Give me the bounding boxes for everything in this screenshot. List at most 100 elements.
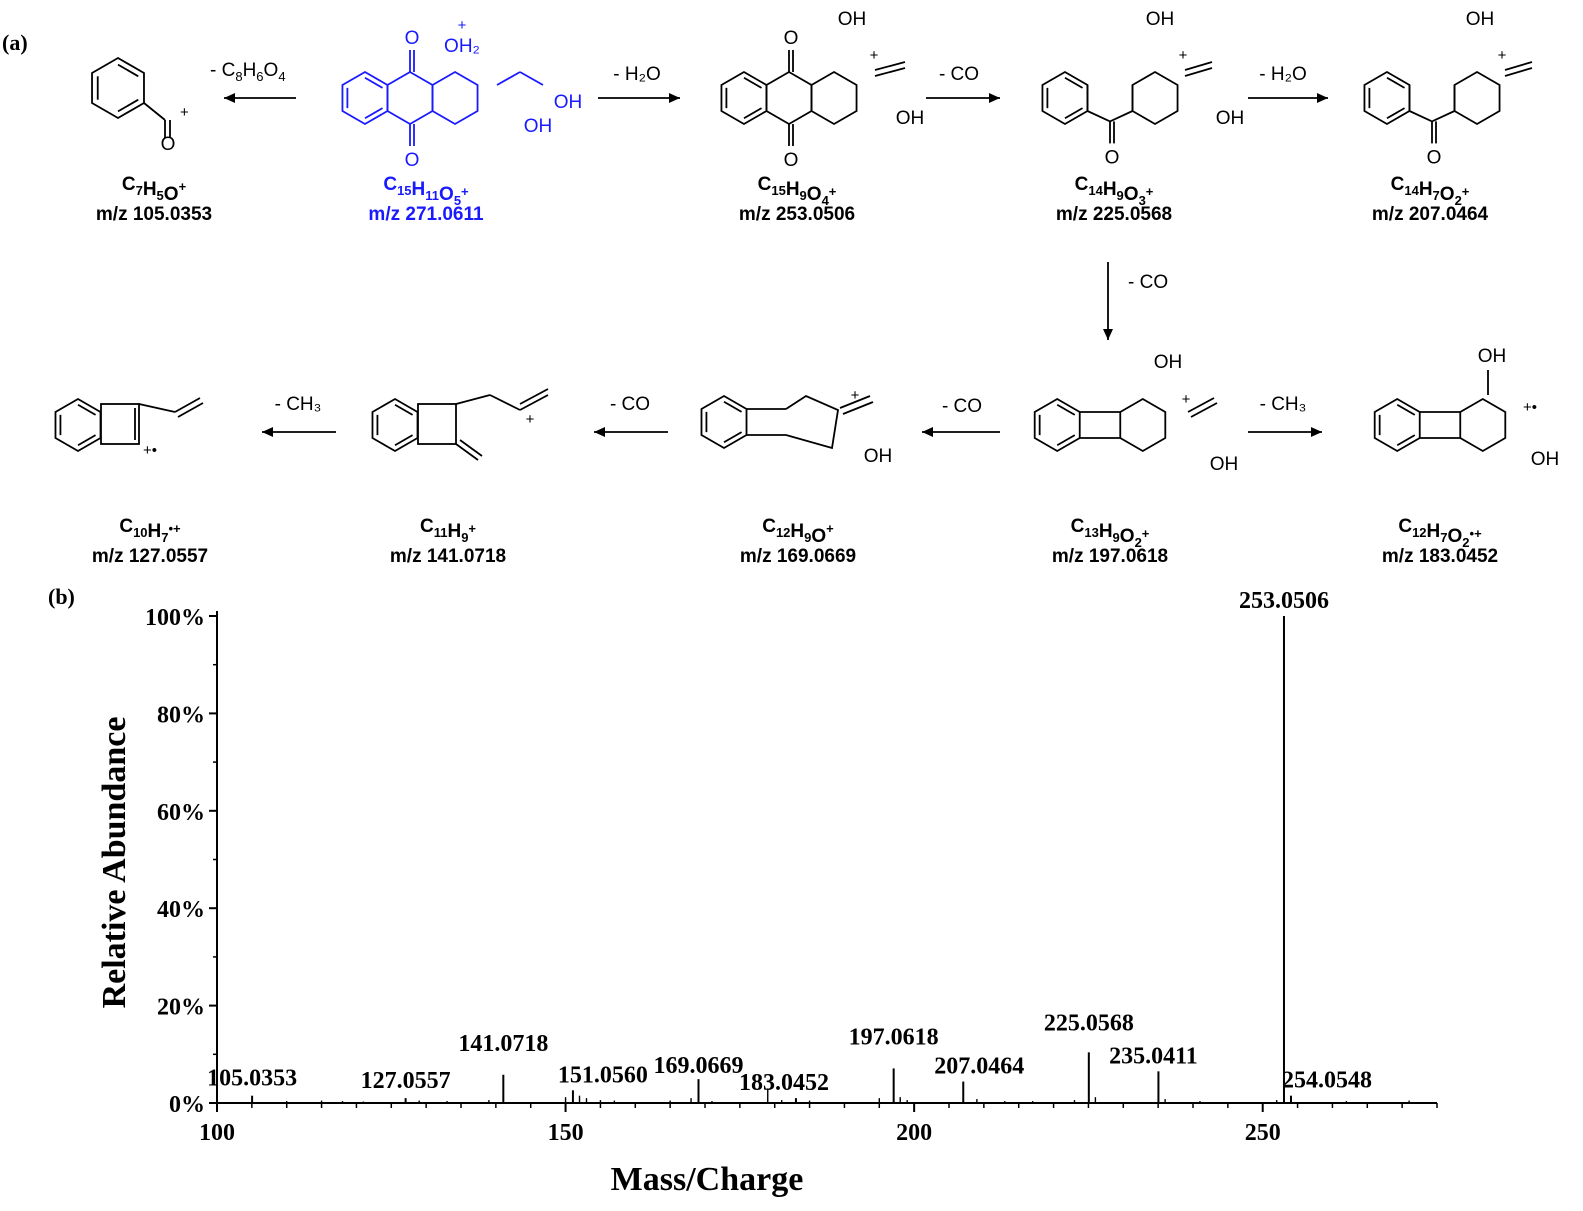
double-bond <box>1396 403 1416 416</box>
charge-label: + <box>180 104 189 121</box>
charge-label: + <box>526 411 535 428</box>
c11-mz: m/z 141.0718 <box>390 546 506 567</box>
peak-label: 183.0452 <box>739 1070 829 1096</box>
peak-label: 127.0557 <box>361 1068 451 1094</box>
oxygen-label: O <box>1427 147 1442 168</box>
benzene-ring <box>386 70 434 126</box>
double-bond <box>1064 76 1083 89</box>
c14a-formula: C14H9O3+m/z 225.0568 <box>1056 174 1172 225</box>
benzene-ring <box>1033 397 1081 453</box>
charge-label: + <box>1498 47 1507 64</box>
benzene-ring <box>810 70 858 126</box>
c14a-mz: m/z 225.0568 <box>1056 204 1172 225</box>
exo-bond <box>874 67 906 77</box>
benzene-ring <box>54 397 102 453</box>
oh-label: OH <box>1210 454 1239 475</box>
benzene-ring <box>1119 397 1167 453</box>
loss-ch3-1-label: - CH₃ <box>1260 394 1307 415</box>
exo-bond <box>1184 61 1213 71</box>
c15-formula: C15H9O4+m/z 253.0506 <box>739 174 855 225</box>
y-tick-label: 20% <box>157 995 205 1021</box>
oh-label: OH <box>1216 108 1245 129</box>
peak-label: 225.0568 <box>1044 1010 1134 1036</box>
oh-label: OH <box>1154 352 1183 373</box>
oxygen-label: O <box>784 28 799 49</box>
double-bond <box>77 403 97 416</box>
benzene-ring <box>700 394 748 450</box>
double-bond <box>743 76 762 89</box>
fragmentation-scheme: O+C7H5O+m/z 105.0353- C8H6O4OOOH₂+OHOHC1… <box>54 9 1560 567</box>
benzene-ring <box>720 70 768 126</box>
c13-mz: m/z 197.0618 <box>1052 546 1168 567</box>
double-bond <box>117 98 139 113</box>
benzene-ring <box>765 70 813 126</box>
oh-label: OH <box>838 9 867 30</box>
chain-bond <box>519 71 544 86</box>
c15-mz: m/z 253.0506 <box>739 204 855 225</box>
fragment-c7h5o: O+C7H5O+m/z 105.0353 <box>91 56 212 225</box>
y-axis-label: Relative Abundance <box>96 717 133 1009</box>
double-bond <box>1386 107 1405 120</box>
peak-label: 141.0718 <box>458 1031 548 1057</box>
double-bond <box>1064 107 1083 120</box>
exo-bond <box>874 61 906 71</box>
c11-formula-text: C11H9+ <box>420 516 476 545</box>
oh-label: OH <box>864 446 893 467</box>
peak-label: 254.0548 <box>1282 1068 1372 1094</box>
five-ring <box>785 394 839 450</box>
benzene-ring <box>1373 397 1421 453</box>
exo-bond <box>1504 61 1533 71</box>
c12b-mz: m/z 183.0452 <box>1382 546 1498 567</box>
c12b-formula-text: C12H7O2•+ <box>1398 516 1482 550</box>
arrow-co-1-head <box>989 93 1000 103</box>
oh-label: OH <box>1478 346 1507 367</box>
five-ring <box>1408 85 1456 123</box>
arrow-co-3-head <box>922 427 933 437</box>
loss-co-3: - CO <box>922 396 1000 437</box>
loss-c8h6o4: - C8H6O4 <box>210 60 296 103</box>
oh2-label: OH₂ <box>444 36 480 57</box>
loss-ch3-1: - CH₃ <box>1248 394 1322 437</box>
precursor-formula: C15H11O5+m/z 271.0611 <box>368 174 484 225</box>
four-ring <box>100 403 140 445</box>
benzene-ring <box>1363 70 1411 126</box>
c12a-formula-text: C12H9O+ <box>762 516 834 547</box>
loss-h2o-1-label: - H₂O <box>613 64 660 85</box>
x-axis-label: Mass/Charge <box>611 1161 804 1198</box>
c13-formula: C13H9O2+m/z 197.0618 <box>1052 516 1168 567</box>
c7-mz: m/z 105.0353 <box>96 204 212 225</box>
c7-formula: C7H5O+m/z 105.0353 <box>96 174 212 225</box>
charge-label: + <box>1179 47 1188 64</box>
loss-co-4: - CO <box>594 394 668 437</box>
loss-h2o-2: - H₂O <box>1248 64 1328 103</box>
y-tick-label: 100% <box>145 605 205 631</box>
benzene-ring <box>1131 70 1179 126</box>
c10-mz: m/z 127.0557 <box>92 546 208 567</box>
double-bond <box>117 63 139 78</box>
c14b-formula: C14H7O2+m/z 207.0464 <box>1372 174 1489 225</box>
oxygen-label: O <box>405 28 420 49</box>
charge-label: + <box>1182 391 1191 408</box>
panel-b-label: (b) <box>48 584 75 609</box>
loss-co-2-label: - CO <box>1128 272 1168 293</box>
double-bond <box>1056 434 1076 447</box>
arrow-co-4-head <box>594 427 605 437</box>
loss-ch3-2: - CH₃ <box>262 394 336 437</box>
benzene-ring <box>431 70 479 126</box>
arrow-h2o-1-head <box>669 93 680 103</box>
x-tick-label: 200 <box>896 1120 932 1146</box>
c12a-formula: C12H9O+m/z 169.0669 <box>740 516 856 567</box>
double-bond <box>743 107 762 120</box>
loss-co-2: - CO <box>1103 262 1168 340</box>
oh-label: OH <box>554 92 583 113</box>
charge-label: +• <box>143 442 157 459</box>
c12a-mz: m/z 169.0669 <box>740 546 856 567</box>
c14b-formula-text: C14H7O2+ <box>1391 174 1470 208</box>
loss-co-3-label: - CO <box>942 396 982 417</box>
arrow-ch3-2-head <box>262 427 273 437</box>
oh-label: OH <box>1531 449 1560 470</box>
peak-label: 235.0411 <box>1109 1043 1198 1069</box>
